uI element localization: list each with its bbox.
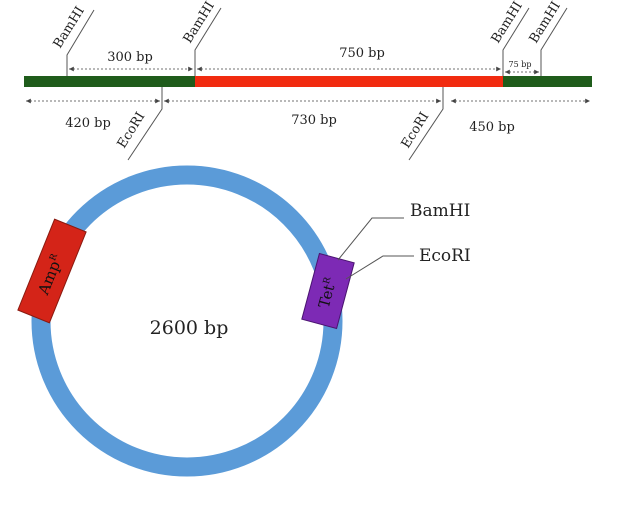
bamhi-leader-2 bbox=[194, 7, 222, 76]
tet-gene-superscript: R bbox=[322, 276, 333, 285]
amp-resistance-gene: AmpR bbox=[17, 218, 87, 324]
distance-300-label: 300 bp bbox=[107, 50, 153, 65]
bamhi-leader-3 bbox=[502, 7, 530, 76]
fragment-right-flank bbox=[503, 76, 592, 87]
bamhi-site-label-1: BamHI bbox=[51, 4, 88, 51]
top-site-leaders bbox=[66, 7, 568, 76]
amp-gene-superscript: R bbox=[48, 252, 60, 262]
amp-gene-box bbox=[17, 218, 87, 324]
tet-gene-label: TetR bbox=[315, 276, 340, 310]
plasmid-bamhi-label: BamHI bbox=[410, 201, 470, 221]
plasmid-bamhi-leader bbox=[337, 217, 404, 261]
fragment-insert-region bbox=[195, 76, 503, 87]
tet-resistance-gene: TetR bbox=[301, 252, 355, 330]
plasmid-size-label: 2600 bp bbox=[150, 317, 229, 339]
ecori-site-label-2: EcoRI bbox=[399, 110, 433, 151]
distance-450-label: 450 bp bbox=[469, 120, 515, 135]
distance-420-label: 420 bp bbox=[65, 116, 111, 131]
ecori-site-label-1: EcoRI bbox=[115, 110, 149, 151]
fragment-left-flank bbox=[24, 76, 195, 87]
linear-fragment bbox=[24, 76, 592, 87]
plasmid-ecori-leader bbox=[345, 255, 414, 280]
distance-750-label: 750 bp bbox=[339, 46, 385, 61]
bamhi-leader-4 bbox=[540, 7, 568, 76]
ecori-leader-1 bbox=[127, 87, 163, 161]
bamhi-leader-1 bbox=[66, 9, 95, 76]
tet-gene-name: Tet bbox=[315, 282, 339, 310]
distance-730-label: 730 bp bbox=[291, 113, 337, 128]
plasmid-ecori-label: EcoRI bbox=[419, 246, 471, 266]
distance-75-label: 75 bp bbox=[509, 60, 532, 69]
ecori-leader-2 bbox=[408, 87, 444, 161]
tet-gene-box bbox=[301, 252, 355, 330]
